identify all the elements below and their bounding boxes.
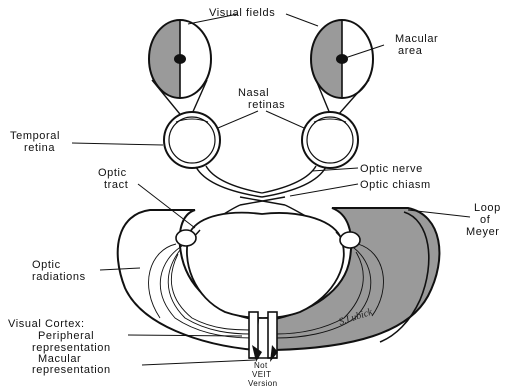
label-bottom-3: Version: [248, 379, 277, 388]
label-bottom-1: Not: [254, 361, 268, 370]
label-optic-chiasm: Optic chiasm: [360, 179, 431, 191]
label-temporal-retina-2: retina: [24, 142, 55, 154]
lgn-left: [176, 230, 196, 246]
label-nasal-retinas-2: retinas: [248, 99, 285, 111]
label-nasal-retinas-1: Nasal: [238, 87, 269, 99]
label-loop-of-meyer-2: of: [480, 214, 491, 226]
brain-hemispheres: [118, 208, 440, 350]
visual-cortex: [249, 312, 278, 362]
label-optic-tract-1: Optic: [98, 167, 127, 179]
label-macular-area-2: area: [398, 45, 423, 57]
label-loop-of-meyer-1: Loop: [474, 202, 501, 214]
label-optic-nerve: Optic nerve: [360, 163, 423, 175]
left-visual-field: [149, 20, 211, 98]
label-peripheral-1: Peripheral: [38, 330, 94, 342]
right-eye: [302, 112, 358, 168]
label-visual-fields: Visual fields: [209, 7, 275, 19]
lgn-right: [340, 232, 360, 248]
label-optic-radiations-2: radiations: [32, 271, 86, 283]
label-macular-rep-2: representation: [32, 364, 111, 376]
label-visual-cortex: Visual Cortex:: [8, 318, 85, 330]
optic-nerves: [196, 166, 326, 197]
label-optic-tract-2: tract: [104, 179, 128, 191]
label-temporal-retina-1: Temporal: [10, 130, 60, 142]
label-optic-radiations-1: Optic: [32, 259, 61, 271]
label-loop-of-meyer-3: Meyer: [466, 226, 500, 238]
left-eye: [164, 112, 220, 168]
label-macular-area-1: Macular: [395, 33, 438, 45]
label-bottom-2: VEIT: [252, 370, 271, 379]
